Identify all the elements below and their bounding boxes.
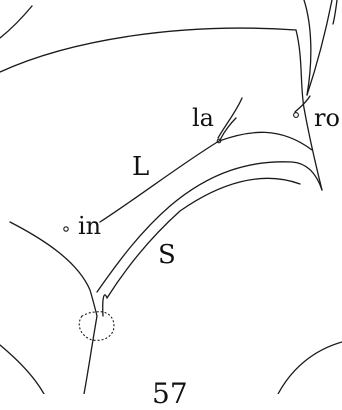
bottom-left-arc (0, 345, 44, 394)
outer-arc-top-left (0, 6, 32, 38)
la-sulcus (218, 98, 242, 138)
outer-arc-upper (0, 28, 296, 72)
label-la: la (192, 106, 214, 130)
lateral-line-lower-outer (97, 162, 322, 292)
diagram-canvas: la ro L in S 57 (0, 0, 342, 394)
central-stem-left (84, 316, 97, 394)
bottom-right-arc (278, 342, 342, 394)
page-number: 57 (152, 380, 188, 408)
label-S: S (158, 242, 176, 268)
lateral-line-lower-inner (107, 178, 300, 298)
ro-dot-icon (294, 113, 299, 118)
right-upper-edge (304, 0, 311, 95)
label-in: in (78, 214, 101, 238)
label-L: L (132, 154, 149, 180)
in-dot-icon (64, 227, 68, 231)
right-short-tail (333, 0, 337, 24)
label-ro: ro (314, 106, 340, 130)
line-drawing (0, 0, 342, 394)
